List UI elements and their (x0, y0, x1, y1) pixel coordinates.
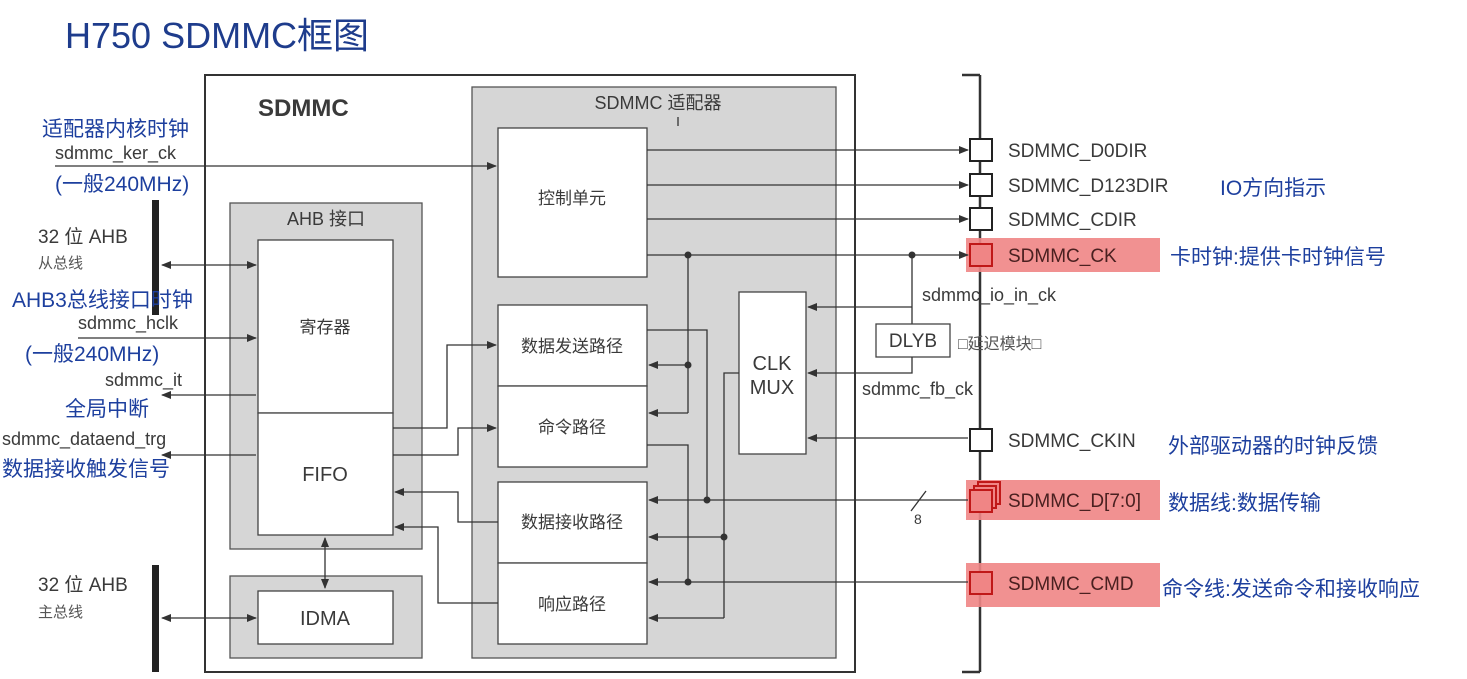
ker-ck-note: 适配器内核时钟 (42, 118, 189, 141)
cmd-path-block (497, 385, 648, 468)
io-dir-note: IO方向指示 (1220, 177, 1326, 200)
clk-mux-label-line2: MUX (750, 377, 794, 399)
cmd-path-label: 命令路径 (538, 418, 606, 437)
fb-ck-label: sdmmc_fb_ck (862, 379, 974, 400)
fb-ck-line (807, 357, 913, 377)
adapter-label: SDMMC 适配器 (595, 93, 722, 113)
slave-bus-bar (152, 200, 159, 315)
idma-label: IDMA (300, 608, 351, 630)
control-unit-label: 控制单元 (538, 189, 606, 208)
data-note: 数据线:数据传输 (1168, 492, 1321, 515)
data-rx-path-block (497, 481, 648, 564)
it-label: sdmmc_it (105, 370, 182, 391)
pin-label-d123dir: SDMMC_D123DIR (1008, 176, 1168, 197)
rx-clock-dot (720, 533, 728, 541)
ker-ck-label: sdmmc_ker_ck (55, 143, 177, 164)
page-title: H750 SDMMC框图 (65, 15, 369, 56)
ckin-note: 外部驱动器的时钟反馈 (1168, 435, 1378, 458)
it-note: 全局中断 (65, 398, 149, 421)
dlyb-label: DLYB (889, 331, 937, 352)
pin-label-ck: SDMMC_CK (1008, 246, 1117, 267)
sdmmc-label: SDMMC (258, 95, 349, 122)
slave-bus-sublabel: 从总线 (38, 255, 83, 272)
rx-to-fifo-arrow (394, 488, 498, 523)
pin-label-cmd: SDMMC_CMD (1008, 574, 1134, 595)
pin-cmd (969, 571, 993, 595)
ck-note: 卡时钟:提供卡时钟信号 (1170, 246, 1386, 269)
master-bus-label: 32 位 AHB (38, 574, 128, 596)
dataend-label: sdmmc_dataend_trg (2, 429, 166, 450)
data-tx-path-label: 数据发送路径 (521, 337, 623, 356)
io-in-ck-label: sdmmc_io_in_ck (922, 285, 1057, 306)
hclk-label: sdmmc_hclk (78, 313, 179, 334)
hclk-freq: (一般240MHz) (25, 343, 159, 366)
pin-d0dir (969, 138, 993, 162)
data-rx-path-label: 数据接收路径 (521, 513, 623, 532)
pin-label-d0dir: SDMMC_D0DIR (1008, 141, 1147, 162)
master-bus-sublabel: 主总线 (38, 604, 83, 621)
register-block (257, 239, 394, 414)
dataend-note: 数据接收触发信号 (2, 458, 170, 481)
pin-label-cdir: SDMMC_CDIR (1008, 210, 1137, 231)
fifo-to-cmd-arrow (393, 424, 497, 456)
pin-cdir (969, 207, 993, 231)
tx-clock-dot (684, 361, 692, 369)
pin-label-data: SDMMC_D[7:0] (1008, 491, 1141, 512)
bus-width-label: 8 (914, 511, 922, 527)
resp-path-block (497, 562, 648, 645)
cmd-note: 命令线:发送命令和接收响应 (1162, 578, 1420, 601)
ker-ck-freq: (一般240MHz) (55, 173, 189, 196)
resp-to-fifo-arrow (394, 523, 498, 604)
pin-label-ckin: SDMMC_CKIN (1008, 431, 1136, 452)
pin-data-front (969, 489, 993, 513)
data-tx-out-line (647, 329, 708, 500)
pin-ck (969, 243, 993, 267)
bus-width-slash (910, 490, 927, 512)
cmd-out-line (647, 444, 689, 582)
slave-bus-label: 32 位 AHB (38, 226, 128, 248)
fifo-label: FIFO (302, 464, 348, 486)
fifo-block (257, 412, 394, 536)
idma-block (257, 590, 394, 645)
clk-mux-label-line1: CLK (753, 353, 793, 375)
dlyb-note: □延迟模块□ (958, 335, 1042, 353)
register-label: 寄存器 (300, 318, 351, 337)
hclk-note: AHB3总线接口时钟 (12, 289, 193, 312)
fifo-to-tx-arrow (393, 341, 497, 429)
ahb-interface-label: AHB 接口 (287, 209, 365, 229)
control-unit-block (497, 127, 648, 278)
ck-highlight (966, 238, 1160, 272)
resp-path-label: 响应路径 (538, 595, 606, 614)
pin-d123dir (969, 173, 993, 197)
pin-ckin (969, 428, 993, 452)
dlyb-block (875, 323, 951, 358)
master-bus-bar (152, 565, 159, 672)
data-tx-path-block (497, 304, 648, 387)
cmd-highlight (966, 563, 1160, 607)
